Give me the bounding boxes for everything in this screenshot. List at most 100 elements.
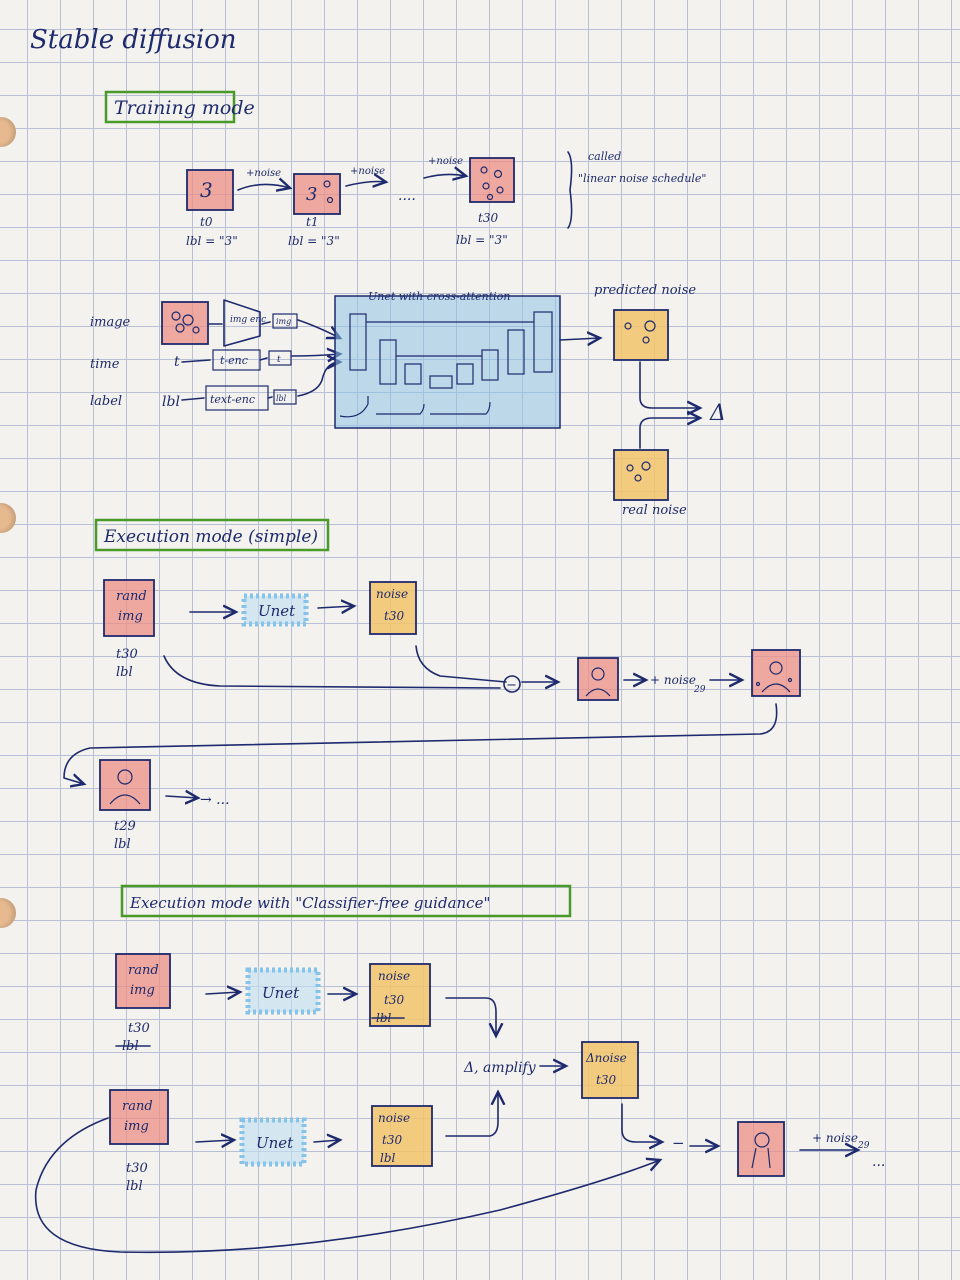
noise-op-label: +noise	[246, 168, 281, 179]
step-t-label: t0	[200, 215, 213, 229]
binder-hole	[0, 117, 16, 147]
svg-text:3: 3	[200, 178, 213, 202]
text-encoder: text-enc	[205, 385, 269, 411]
time-encoder: t-enc	[212, 349, 261, 371]
binder-hole	[0, 898, 16, 928]
unet-box-unconditional: Unet	[245, 967, 321, 1015]
svg-text:t30: t30	[596, 1073, 616, 1087]
svg-text:noise: noise	[376, 587, 408, 601]
svg-text:img: img	[130, 983, 155, 998]
noise-step-t1: 3	[293, 173, 341, 215]
step-t-label: t30	[478, 211, 498, 225]
plus-noise-label: + noise	[650, 673, 696, 687]
svg-text:text-enc: text-enc	[210, 393, 255, 406]
denoised-image-box-cfg	[737, 1121, 785, 1177]
lbl-token: lbl	[273, 389, 297, 405]
svg-text:img: img	[276, 317, 291, 326]
ellipsis: ....	[398, 188, 416, 204]
ellipsis: → ...	[200, 792, 230, 808]
plus-noise-subscript: 29	[693, 685, 706, 695]
predicted-noise-t30: noise t30	[369, 581, 417, 635]
image-encoder: img enc	[223, 299, 266, 347]
svg-text:Δnoise: Δnoise	[585, 1051, 627, 1065]
svg-text:Unet: Unet	[262, 984, 300, 1002]
section-highlight	[94, 518, 330, 552]
section-highlight	[104, 90, 236, 124]
subtract-operator: −	[672, 1134, 685, 1152]
svg-text:t30: t30	[384, 993, 404, 1007]
random-image-box: rand img	[103, 579, 155, 637]
time-t30: t30	[128, 1021, 150, 1036]
svg-text:t30: t30	[384, 609, 404, 623]
svg-text:Unet with cross-attention: Unet with cross-attention	[368, 290, 510, 303]
svg-text:rand: rand	[128, 963, 159, 978]
subtract-operator: −	[503, 675, 521, 693]
brace-note: "linear noise schedule"	[578, 172, 707, 185]
renoised-image-box	[751, 649, 801, 697]
plus-noise-subscript: 29	[857, 1141, 870, 1151]
predicted-noise-label: predicted noise	[594, 283, 696, 298]
svg-text:noise: noise	[378, 969, 410, 983]
delta-amplify: Δ, amplify	[463, 1060, 537, 1076]
training-heading: Training mode	[114, 97, 255, 119]
step-lbl-label: lbl = "3"	[186, 234, 238, 248]
delta-symbol: Δ	[709, 401, 726, 426]
t-token: t	[268, 350, 292, 366]
step-lbl-label: lbl = "3"	[288, 234, 340, 248]
svg-text:img: img	[118, 609, 143, 624]
denoised-image-box	[577, 657, 619, 701]
svg-text:Unet: Unet	[258, 602, 296, 620]
label-lbl: lbl	[126, 1179, 143, 1194]
time-t30: t30	[126, 1161, 148, 1176]
step-lbl-label: lbl = "3"	[456, 233, 508, 247]
noise-step-t30	[469, 157, 515, 203]
noise-op-label: +noise	[350, 166, 385, 177]
img-token: img	[272, 313, 298, 329]
exec-cfg-heading: Execution mode with "Classifier-free gui…	[129, 894, 490, 912]
delta-noise-box: Δnoise t30	[581, 1041, 639, 1099]
page-title: Stable diffusion	[30, 25, 237, 55]
svg-text:t-enc: t-enc	[220, 354, 248, 367]
label-lbl: lbl	[116, 665, 133, 680]
noisy-image-input	[161, 301, 209, 345]
time-t29: t29	[114, 819, 136, 834]
svg-text:−: −	[506, 678, 517, 693]
svg-text:noise: noise	[378, 1111, 410, 1125]
noise-box-unconditional: noise t30 lbl	[369, 963, 431, 1027]
svg-text:Unet: Unet	[256, 1134, 294, 1152]
real-noise-box	[613, 449, 669, 501]
real-noise-label: real noise	[622, 503, 687, 518]
label-input: lbl	[162, 394, 180, 410]
noise-box-conditional: noise t30 lbl	[371, 1105, 433, 1167]
svg-text:lbl: lbl	[276, 394, 287, 403]
plus-noise-label: + noise	[812, 1131, 858, 1145]
svg-text:3: 3	[306, 184, 317, 205]
random-image-box-unconditional: rand img	[115, 953, 171, 1009]
svg-text:lbl: lbl	[380, 1151, 396, 1165]
svg-text:t30: t30	[382, 1133, 402, 1147]
row-label-label: label	[90, 394, 122, 409]
step-t-label: t1	[306, 215, 318, 229]
label-lbl: lbl	[114, 837, 131, 852]
image-t29-box	[99, 759, 151, 811]
svg-text:img: img	[124, 1119, 149, 1134]
curly-brace	[567, 151, 573, 229]
row-label-image: image	[90, 315, 131, 330]
predicted-noise-box	[613, 309, 669, 361]
time-t30: t30	[116, 647, 138, 662]
time-input: t	[174, 354, 180, 370]
random-image-box-conditional: rand img	[109, 1089, 169, 1145]
section-highlight	[120, 884, 572, 918]
svg-text:img enc: img enc	[230, 315, 266, 325]
exec-simple-heading: Execution mode (simple)	[103, 527, 318, 547]
brace-note: called	[588, 150, 621, 163]
binder-hole	[0, 503, 16, 533]
svg-text:rand: rand	[122, 1099, 153, 1114]
unet-box: Unet	[241, 593, 309, 627]
svg-text:t: t	[277, 355, 281, 365]
noise-op-label: +noise	[428, 156, 463, 167]
row-label-time: time	[90, 357, 120, 372]
unet-box-conditional: Unet	[239, 1117, 307, 1167]
unet-cross-attention: Unet with cross-attention	[334, 290, 561, 429]
